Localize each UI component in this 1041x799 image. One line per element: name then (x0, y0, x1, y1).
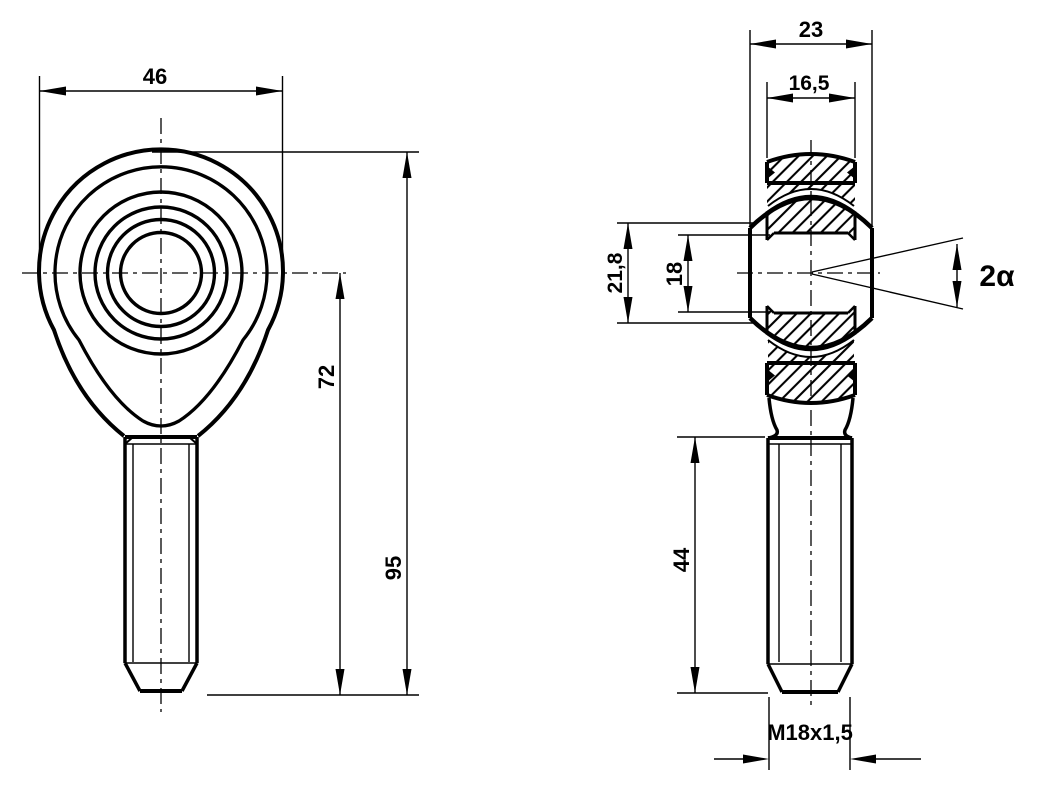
section-head (748, 152, 874, 405)
front-view-centerlines (22, 118, 346, 712)
eye-inner-contour (53, 165, 269, 428)
seat-arc-bottom (767, 339, 855, 358)
arrowhead-down (402, 669, 412, 695)
front-shank (123, 435, 199, 693)
end-chamfer-left (123, 662, 142, 692)
section-shank (766, 397, 855, 694)
arrowhead-up (335, 273, 345, 299)
dim-ball-width: 16,5 (766, 72, 856, 158)
dim-eye-width: 46 (38, 64, 284, 270)
top-crown-edge (766, 152, 856, 164)
dim-head-width: 23 (749, 17, 873, 226)
dim-overall-length: 95 (152, 151, 419, 696)
bore-chamfer (847, 232, 856, 241)
end-chamfer-right (836, 663, 854, 693)
end-chamfer-right (180, 662, 199, 692)
dim-center-to-end: 72 (314, 273, 345, 695)
arrowhead-right (743, 754, 769, 764)
eye-outer-contour (37, 147, 285, 438)
arrowhead-up (623, 223, 633, 249)
arrowhead-left (750, 39, 776, 49)
arrowhead-down (690, 667, 700, 693)
ball-silhouette-bottom (765, 332, 857, 352)
dim-ball-face-diameter: 21,8 (604, 222, 753, 324)
ball-face-circle (105, 217, 217, 329)
arrowhead-up (952, 244, 962, 270)
front-view: 46 72 95 (22, 64, 419, 712)
sphere-arc-top (748, 195, 874, 230)
sphere-arc-bottom (748, 316, 874, 351)
arrowhead-down (335, 669, 345, 695)
arrowhead-up (683, 235, 693, 261)
arrowhead-left (39, 86, 66, 96)
dim-head-width-label: 23 (799, 17, 823, 42)
arrowhead-up (690, 437, 700, 463)
housing-bore-circle (78, 190, 244, 356)
dim-tilt-angle-label: 2α (979, 260, 1015, 293)
seat-arc-top (767, 188, 855, 207)
dim-ball-width-label: 16,5 (789, 72, 830, 95)
groove-notches (767, 166, 855, 382)
arrowhead-right (846, 39, 872, 49)
bore-circle (118, 230, 204, 316)
dim-thread-length: 44 (669, 436, 768, 694)
arrowhead-down (952, 281, 962, 307)
ball-upper-hatch (766, 196, 856, 240)
tilt-flank-lower (811, 273, 964, 310)
dim-thread-designation-label: M18x1,5 (767, 720, 853, 745)
arrowhead-left (767, 93, 793, 103)
arrowhead-right (256, 86, 283, 96)
dim-tilt-angle: 2α (811, 237, 1015, 310)
neck-left (767, 397, 780, 440)
arrowhead-up (402, 152, 412, 178)
dim-bore-diameter-label: 18 (662, 262, 687, 286)
sphere-circle (93, 205, 229, 341)
tilt-flank-upper (811, 237, 964, 273)
dim-thread-designation: M18x1,5 (714, 697, 921, 770)
dim-bore-diameter: 18 (662, 234, 770, 313)
section-view: 23 16,5 21,8 18 (604, 17, 1015, 770)
dim-eye-width-label: 46 (143, 64, 167, 89)
dim-thread-length-label: 44 (669, 547, 694, 572)
dim-center-to-end-label: 72 (314, 365, 339, 389)
arrowhead-left (850, 754, 876, 764)
bore-chamfer (766, 232, 775, 241)
neck-right (842, 397, 855, 440)
arrowhead-right (829, 93, 855, 103)
dim-ball-face-diameter-label: 21,8 (604, 252, 627, 293)
arrowhead-down (623, 297, 633, 323)
bearing-circles (78, 190, 244, 356)
section-centerlines (737, 140, 880, 710)
dim-overall-length-label: 95 (381, 556, 406, 580)
bottom-crown-edge (766, 393, 856, 405)
arrowhead-down (683, 286, 693, 312)
end-chamfer-left (766, 663, 784, 693)
